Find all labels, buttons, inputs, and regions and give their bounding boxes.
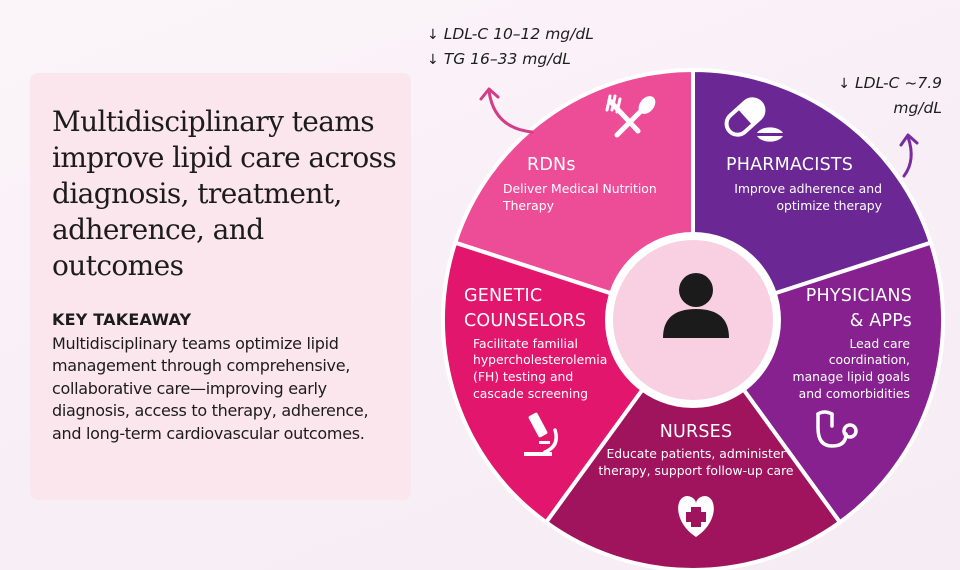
takeaway-card (30, 73, 411, 500)
microscope-icon (524, 412, 558, 456)
rdn-stat-tg: ↓TG 16–33 mg/dL (427, 47, 571, 73)
physicians-desc-line2: coordination, (828, 352, 910, 367)
rdn-outcome-arrow (479, 87, 534, 134)
physicians-desc-line4: and comorbidities (798, 386, 910, 401)
rdn-title: RDNs (527, 155, 576, 175)
pharm-stat-ldl: ↓LDL-C ~7.9 (838, 71, 942, 97)
nurses-desc-line2: therapy, support follow-up care (598, 463, 794, 478)
page-title: Multidisciplinary teams improve lipid ca… (52, 105, 397, 282)
genetic-desc-line4: cascade screening (473, 386, 589, 401)
physicians-desc-line3: manage lipid goals (792, 369, 910, 384)
down-arrow-icon: ↓ (838, 76, 851, 92)
down-arrow-icon: ↓ (427, 27, 439, 43)
rdn-desc-line2: Therapy (503, 198, 554, 213)
stethoscope-icon (816, 410, 858, 448)
rdn-stat-ldl: ↓LDL-C 10–12 mg/dL (427, 22, 594, 48)
physicians-title-line2: & APPs (849, 311, 912, 331)
person-icon (663, 273, 729, 338)
genetic-desc-line1: Facilitate familial (473, 336, 578, 351)
physicians-desc-line1: Lead care (849, 336, 910, 351)
down-arrow-icon: ↓ (427, 52, 439, 68)
key-takeaway-label: KEY TAKEAWAY (52, 310, 192, 329)
heart-plus-icon (678, 496, 714, 537)
physicians-title-line1: PHYSICIANS (805, 286, 912, 306)
pharm-stat-unit: mg/dL (893, 99, 942, 117)
fork-spoon-icon (605, 94, 656, 138)
genetic-title-line2: COUNSELORS (464, 311, 587, 331)
pill-icon (724, 97, 783, 142)
genetic-title-line1: GENETIC (464, 286, 543, 306)
pharmacists-desc-line2: optimize therapy (776, 198, 882, 213)
segment-nurses (544, 318, 842, 570)
genetic-desc-line3: (FH) testing and (473, 369, 574, 384)
nurses-desc-line1: Educate patients, administer (606, 446, 786, 461)
pharmacist-outcome-arrow (899, 133, 919, 178)
genetic-desc-line2: hypercholesterolemia (473, 352, 608, 367)
pharmacists-desc-line1: Improve adherence and (734, 181, 882, 196)
rdn-desc-line1: Deliver Medical Nutrition (503, 181, 657, 196)
key-takeaway-body: Multidisciplinary teams optimize lipid m… (52, 334, 369, 443)
nurses-title: NURSES (659, 422, 733, 442)
pharmacists-title: PHARMACISTS (726, 155, 854, 175)
